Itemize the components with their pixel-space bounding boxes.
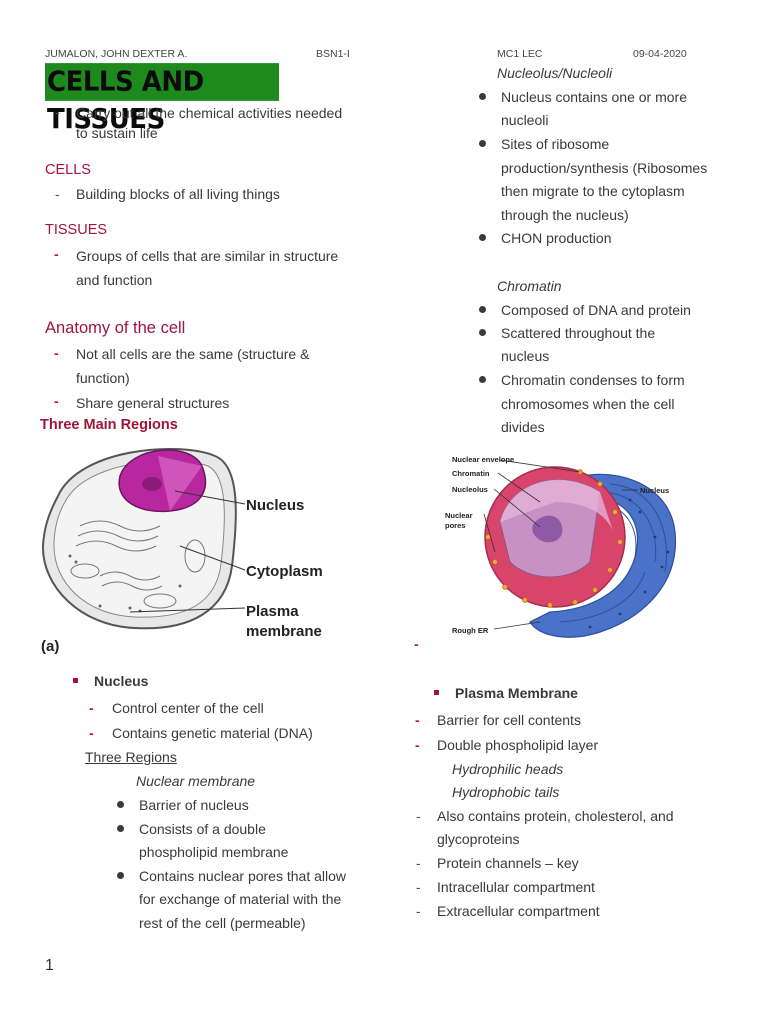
round-bullet: [479, 234, 486, 241]
label-nucleus: Nucleus: [246, 497, 304, 514]
label-nuclear-envelope: Nuclear envelope: [452, 455, 514, 464]
header-course: MC1 LEC: [497, 48, 543, 60]
label-cytoplasm: Cytoplasm: [246, 563, 323, 580]
cells-item: Building blocks of all living things: [76, 186, 280, 202]
dash-bullet: -: [415, 712, 420, 728]
anatomy-line-3: Share general structures: [76, 395, 230, 411]
plasma-heading: Plasma Membrane: [455, 685, 578, 701]
dash-bullet: -: [416, 879, 421, 895]
dash-bullet: -: [54, 246, 59, 262]
plasma-item-5: Intracellular compartment: [437, 879, 595, 895]
cells-heading: CELLS: [45, 162, 91, 178]
plasma-item-2a: Hydrophilic heads: [452, 761, 564, 777]
label-rough-er: Rough ER: [452, 626, 489, 635]
nucleus-item-1: Control center of the cell: [112, 700, 264, 716]
page-number: 1: [45, 957, 54, 974]
nucleolus-item-1: Nucleus contains one or more: [501, 89, 687, 105]
plasma-item-2b: Hydrophobic tails: [452, 784, 560, 800]
dash-bullet: -: [416, 903, 421, 919]
cell-regions-diagram: Nucleus Cytoplasm Plasma membrane (a): [40, 436, 340, 662]
dash-bullet: -: [89, 725, 94, 741]
dash-bullet: -: [414, 636, 419, 652]
round-bullet: [117, 872, 124, 879]
round-bullet: [479, 93, 486, 100]
header-section: BSN1-I: [316, 48, 350, 60]
membrane-item-3c: rest of the cell (permeable): [139, 915, 306, 931]
anatomy-line-2: function): [76, 370, 130, 386]
nucleolus-heading: Nucleolus/Nucleoli: [497, 65, 613, 81]
label-nuclear: Nuclear: [445, 511, 473, 520]
round-bullet: [479, 306, 486, 313]
membrane-item-2: Consists of a double: [139, 821, 266, 837]
page-title: CELLS AND TISSUES: [45, 63, 279, 136]
membrane-item-1: Barrier of nucleus: [139, 797, 249, 813]
plasma-item-6: Extracellular compartment: [437, 903, 600, 919]
membrane-item-3: Contains nuclear pores that allow: [139, 868, 347, 884]
label-plasma: Plasma: [246, 603, 299, 620]
tissues-heading: TISSUES: [45, 222, 108, 238]
dash-bullet: -: [415, 737, 420, 753]
nucleolus-item-2c: then migrate to the cytoplasm: [501, 183, 685, 199]
dash-bullet: -: [416, 855, 421, 871]
label-chromatin: Chromatin: [452, 469, 490, 478]
nucleus-structure-diagram: Nuclear envelope Chromatin Nucleolus Nuc…: [440, 442, 684, 646]
square-bullet: [434, 690, 439, 695]
round-bullet: [479, 140, 486, 147]
chromatin-item-3: Chromatin condenses to form: [501, 372, 685, 388]
dash-bullet: -: [55, 104, 60, 120]
label-pores: pores: [445, 521, 465, 530]
round-bullet: [479, 376, 486, 383]
dash-bullet: -: [55, 186, 60, 202]
round-bullet: [117, 801, 124, 808]
header-author: JUMALON, JOHN DEXTER A.: [45, 48, 188, 60]
nucleolus-item-2d: through the nucleus): [501, 207, 629, 223]
label-membrane: membrane: [246, 623, 322, 640]
dash-bullet: -: [54, 393, 59, 409]
nucleolus-item-3: CHON production: [501, 230, 612, 246]
plasma-item-2: Double phospholipid layer: [437, 737, 599, 753]
dash-bullet: -: [54, 345, 59, 361]
three-regions-heading: Three Regions: [85, 749, 177, 765]
intro-line-1: Carry out all the chemical activities ne…: [76, 105, 343, 121]
nucleus-heading: Nucleus: [94, 673, 149, 689]
plasma-item-4: Protein channels – key: [437, 855, 579, 871]
membrane-item-2b: phospholipid membrane: [139, 844, 289, 860]
anatomy-heading: Anatomy of the cell: [45, 319, 186, 337]
label-nucleolus: Nucleolus: [452, 485, 488, 494]
regions-heading: Three Main Regions: [40, 417, 178, 433]
tissues-line-1: Groups of cells that are similar in stru…: [76, 248, 339, 264]
nuclear-membrane-heading: Nuclear membrane: [136, 773, 256, 789]
round-bullet: [117, 825, 124, 832]
dash-bullet: -: [89, 700, 94, 716]
membrane-item-3b: for exchange of material with the: [139, 891, 342, 907]
nucleus-item-2: Contains genetic material (DNA): [112, 725, 313, 741]
chromatin-item-1: Composed of DNA and protein: [501, 302, 691, 318]
tissues-line-2: and function: [76, 272, 153, 288]
label-nucleus: Nucleus: [640, 486, 669, 495]
chromatin-heading: Chromatin: [497, 278, 562, 294]
intro-line-2: to sustain life: [76, 125, 158, 141]
nucleolus-item-2: Sites of ribosome: [501, 136, 610, 152]
square-bullet: [73, 678, 78, 683]
round-bullet: [479, 329, 486, 336]
nucleolus-item-1b: nucleoli: [501, 112, 549, 128]
chromatin-item-2: Scattered throughout the: [501, 325, 656, 341]
plasma-item-3b: glycoproteins: [437, 831, 520, 847]
nucleolus-item-2b: production/synthesis (Ribosomes: [501, 160, 708, 176]
chromatin-item-3b: chromosomes when the cell: [501, 396, 675, 412]
label-panel-a: (a): [41, 638, 59, 655]
header-date: 09-04-2020: [633, 48, 687, 60]
chromatin-item-3c: divides: [501, 419, 545, 435]
anatomy-line-1: Not all cells are the same (structure &: [76, 346, 310, 362]
dash-bullet: -: [416, 808, 421, 824]
plasma-item-1: Barrier for cell contents: [437, 712, 581, 728]
chromatin-item-2b: nucleus: [501, 348, 550, 364]
plasma-item-3: Also contains protein, cholesterol, and: [437, 808, 674, 824]
